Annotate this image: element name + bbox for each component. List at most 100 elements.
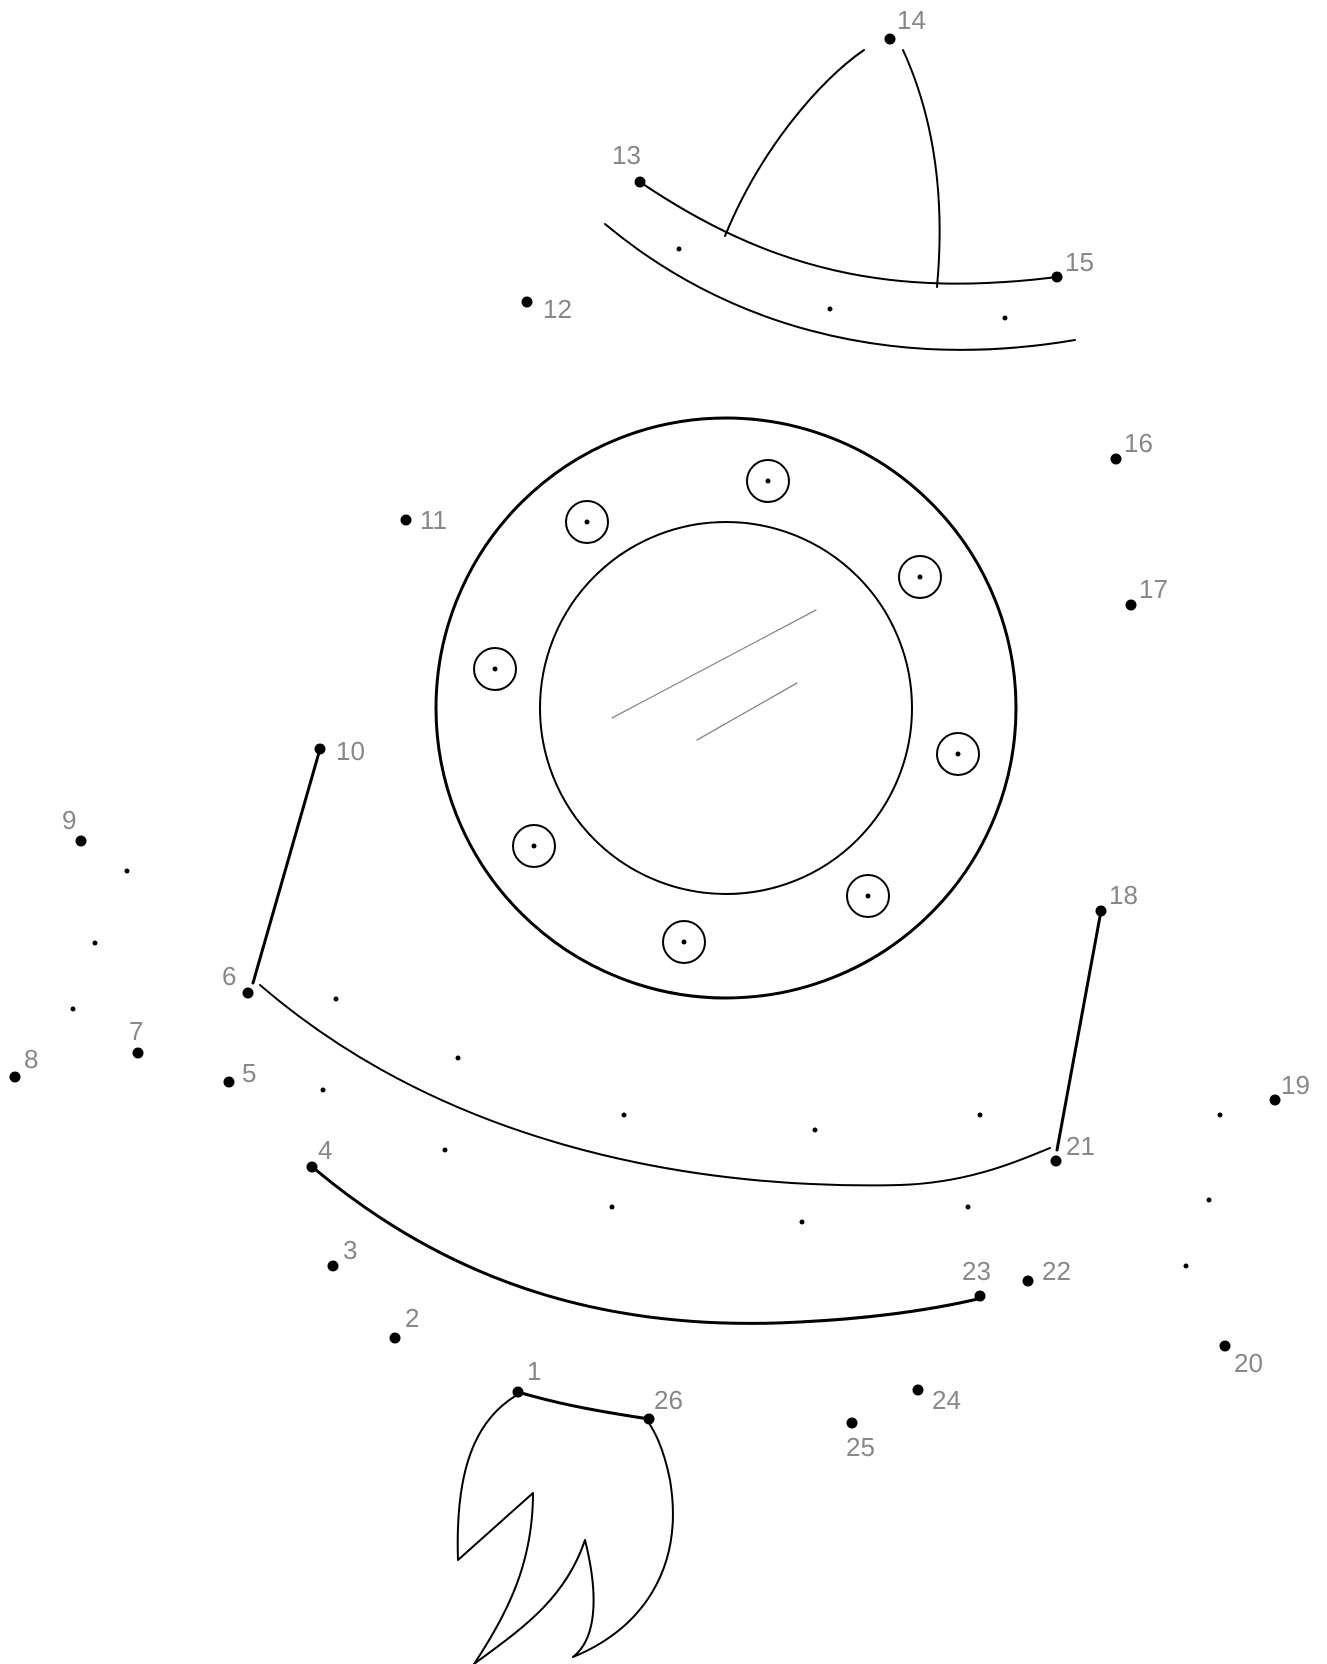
segment-1-26: [516, 1390, 651, 1421]
dot-16: [1110, 453, 1122, 465]
guide-dot: [827, 306, 833, 312]
dot-9-label: 9: [62, 805, 76, 835]
dot-11-label: 11: [420, 505, 447, 535]
guide-dot: [70, 1006, 76, 1012]
dot-4: [306, 1161, 318, 1173]
rivet-center: [765, 478, 771, 484]
dot-5-label: 5: [242, 1058, 256, 1088]
dot-10-label: 10: [336, 736, 365, 766]
dot-23: [974, 1290, 986, 1302]
rivet: [898, 555, 942, 599]
guide-dot: [1206, 1197, 1212, 1203]
rivet: [846, 874, 890, 918]
guide-dot: [676, 246, 682, 252]
dot-19-label: 19: [1281, 1070, 1310, 1100]
dot-22: [1022, 1275, 1034, 1287]
dot-14-label: 14: [897, 5, 926, 35]
guide-dot: [442, 1147, 448, 1153]
dot-25-label: 25: [846, 1432, 875, 1462]
rivet: [746, 459, 790, 503]
dot-8: [9, 1071, 21, 1083]
rivet: [473, 647, 517, 691]
dot-12: [521, 296, 533, 308]
dot-9: [75, 835, 87, 847]
dot-20-label: 20: [1234, 1348, 1263, 1378]
dot-13-label: 13: [612, 140, 641, 170]
guide-dot: [609, 1204, 615, 1210]
guide-dots: [70, 246, 1223, 1269]
dot-7-label: 7: [129, 1016, 143, 1046]
nose-band-upper-curve: [639, 181, 1058, 285]
dot-22-label: 22: [1042, 1256, 1071, 1286]
dot-14: [884, 33, 896, 45]
dot-18: [1095, 905, 1107, 917]
guide-dot: [1002, 315, 1008, 321]
dot-12-label: 12: [543, 294, 572, 324]
rivet-center: [584, 519, 590, 525]
dot-17-label: 17: [1139, 574, 1168, 604]
rivet-center: [681, 939, 687, 945]
dot-18-label: 18: [1109, 880, 1138, 910]
segment-6-10: [251, 747, 322, 985]
body-stripe-upper-curve: [259, 984, 1051, 1187]
dot-1: [512, 1386, 524, 1398]
guide-dot: [812, 1127, 818, 1133]
body-stripe-lower-curve: [314, 1168, 984, 1325]
dot-20: [1219, 1340, 1231, 1352]
dot-15: [1051, 271, 1063, 283]
guide-dot: [333, 996, 339, 1002]
porthole-glass: [539, 521, 913, 895]
numbered-dots: 1 2 3 4 5 6 7 8 9 10 11 12 13 14 15 16 1: [9, 5, 1310, 1462]
guide-dot: [965, 1204, 971, 1210]
dot-4-label: 4: [318, 1135, 332, 1165]
dot-8-label: 8: [24, 1044, 38, 1074]
glass-reflection-long: [611, 609, 817, 719]
dot-7: [132, 1047, 144, 1059]
dot-10: [314, 743, 326, 755]
dot-26: [643, 1413, 655, 1425]
guide-dot: [621, 1112, 627, 1118]
guide-dot: [455, 1055, 461, 1061]
guide-dot: [320, 1087, 326, 1093]
guide-dot: [124, 868, 130, 874]
dot-11: [400, 514, 412, 526]
guide-dot: [92, 940, 98, 946]
dot-2-label: 2: [405, 1303, 419, 1333]
dot-2: [389, 1332, 401, 1344]
segment-18-21: [1055, 909, 1103, 1152]
dot-17: [1125, 599, 1137, 611]
dot-21-label: 21: [1066, 1131, 1095, 1161]
dot-19: [1269, 1094, 1281, 1106]
porthole: [434, 416, 1018, 1000]
dot-3: [327, 1260, 339, 1272]
nose-band-lower-curve: [604, 223, 1076, 351]
dot-25: [846, 1417, 858, 1429]
porthole-rivets: [473, 459, 980, 964]
rivet-center: [531, 843, 537, 849]
dot-24: [912, 1384, 924, 1396]
guide-dot: [977, 1112, 983, 1118]
dot-13: [634, 176, 646, 188]
rocket-nose: [604, 49, 1076, 351]
dot-1-label: 1: [527, 1356, 541, 1386]
dot-26-label: 26: [654, 1385, 683, 1415]
dot-15-label: 15: [1065, 247, 1094, 277]
glass-reflection-short: [696, 682, 798, 741]
rivet-center: [917, 574, 923, 580]
guide-dot: [1183, 1263, 1189, 1269]
rivet: [565, 500, 609, 544]
rivet: [936, 732, 980, 776]
rivet-center: [492, 666, 498, 672]
dot-16-label: 16: [1124, 428, 1153, 458]
dot-24-label: 24: [932, 1385, 961, 1415]
dot-3-label: 3: [343, 1235, 357, 1265]
dot-5: [223, 1076, 235, 1088]
rivet: [662, 920, 706, 964]
rivet-center: [865, 893, 871, 899]
rocket-body-lines: [251, 747, 1103, 1421]
guide-dot: [1217, 1112, 1223, 1118]
dot-23-label: 23: [962, 1256, 991, 1286]
dot-6-label: 6: [222, 961, 236, 991]
exhaust-flame: [456, 1394, 674, 1664]
